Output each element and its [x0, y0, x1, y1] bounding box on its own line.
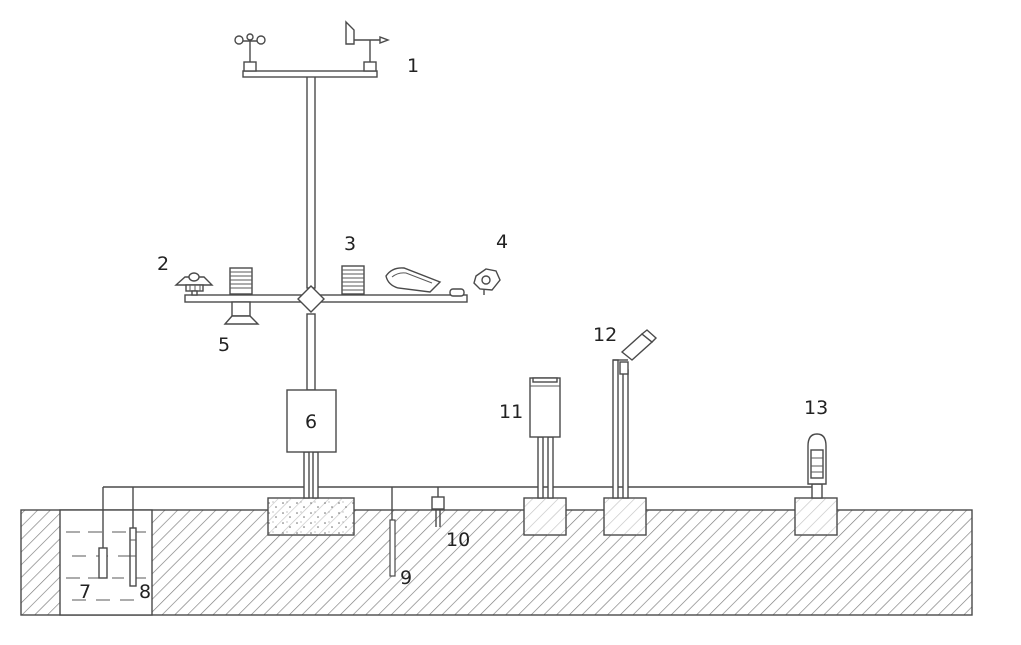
- pyranometer-icon: [174, 272, 214, 296]
- cylindrical-sensor-icon: [529, 377, 561, 499]
- label-9: 9: [400, 567, 412, 589]
- label-4: 4: [496, 231, 508, 253]
- foundations: [267, 497, 838, 536]
- soil-sensor-icon: [431, 487, 445, 527]
- label-7: 7: [79, 581, 91, 603]
- soil-probe-icon: [389, 487, 396, 577]
- label-8: 8: [139, 581, 151, 603]
- label-2: 2: [157, 253, 169, 275]
- label-3: 3: [344, 233, 356, 255]
- label-5: 5: [218, 334, 230, 356]
- water-level-probe-icon: [129, 527, 137, 587]
- label-11: 11: [499, 401, 523, 423]
- water-dashes: [66, 531, 146, 601]
- control-box-icon: [286, 389, 337, 453]
- rain-gauge-icon: [385, 267, 501, 297]
- radiation-shield-icon: [341, 265, 365, 295]
- label-10: 10: [446, 529, 470, 551]
- label-13: 13: [804, 397, 828, 419]
- radiation-shield-left: [229, 267, 253, 295]
- label-6: 6: [305, 411, 317, 433]
- junction-connector: [297, 285, 325, 313]
- label-12: 12: [593, 324, 617, 346]
- cable-line: [102, 486, 812, 548]
- water-probe-icon: [98, 547, 108, 579]
- middle-crossarm: [184, 285, 468, 313]
- anemometer-and-wind-vane-icon: [234, 20, 390, 78]
- sensor-on-shield-icon: [223, 301, 260, 325]
- tall-sensor-icon: [807, 433, 827, 499]
- label-1: 1: [407, 55, 419, 77]
- angled-sensor-on-post-icon: [612, 329, 658, 499]
